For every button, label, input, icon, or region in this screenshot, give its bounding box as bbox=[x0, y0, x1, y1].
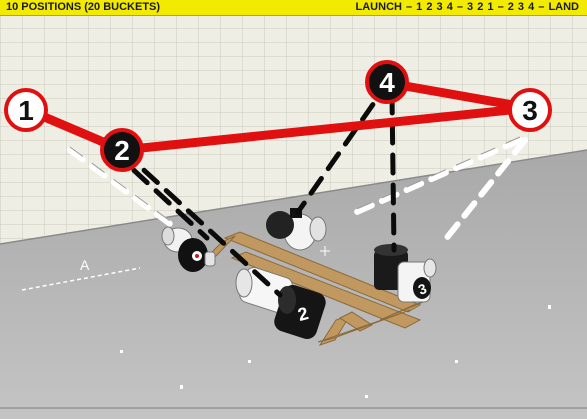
marker-label-1: 1 bbox=[18, 95, 34, 126]
position-marker-1: 1 bbox=[6, 90, 46, 130]
header-bar: 10 POSITIONS (20 BUCKETS) LAUNCH – 1 2 3… bbox=[0, 0, 587, 16]
position-marker-2: 2 bbox=[102, 130, 142, 170]
marker-label-2: 2 bbox=[114, 135, 130, 166]
header-sequence-label: LAUNCH – 1 2 3 4 – 3 2 1 – 2 3 4 – LAND bbox=[356, 0, 579, 15]
position-marker-4: 4 bbox=[367, 62, 407, 102]
marker-label-3: 3 bbox=[522, 95, 538, 126]
position-marker-3: 3 bbox=[510, 90, 550, 130]
floor-label-a: A bbox=[80, 257, 90, 273]
header-positions-label: 10 POSITIONS (20 BUCKETS) bbox=[6, 0, 160, 15]
marker-label-4: 4 bbox=[379, 67, 395, 98]
bucket-white-right: 3 bbox=[398, 259, 436, 302]
